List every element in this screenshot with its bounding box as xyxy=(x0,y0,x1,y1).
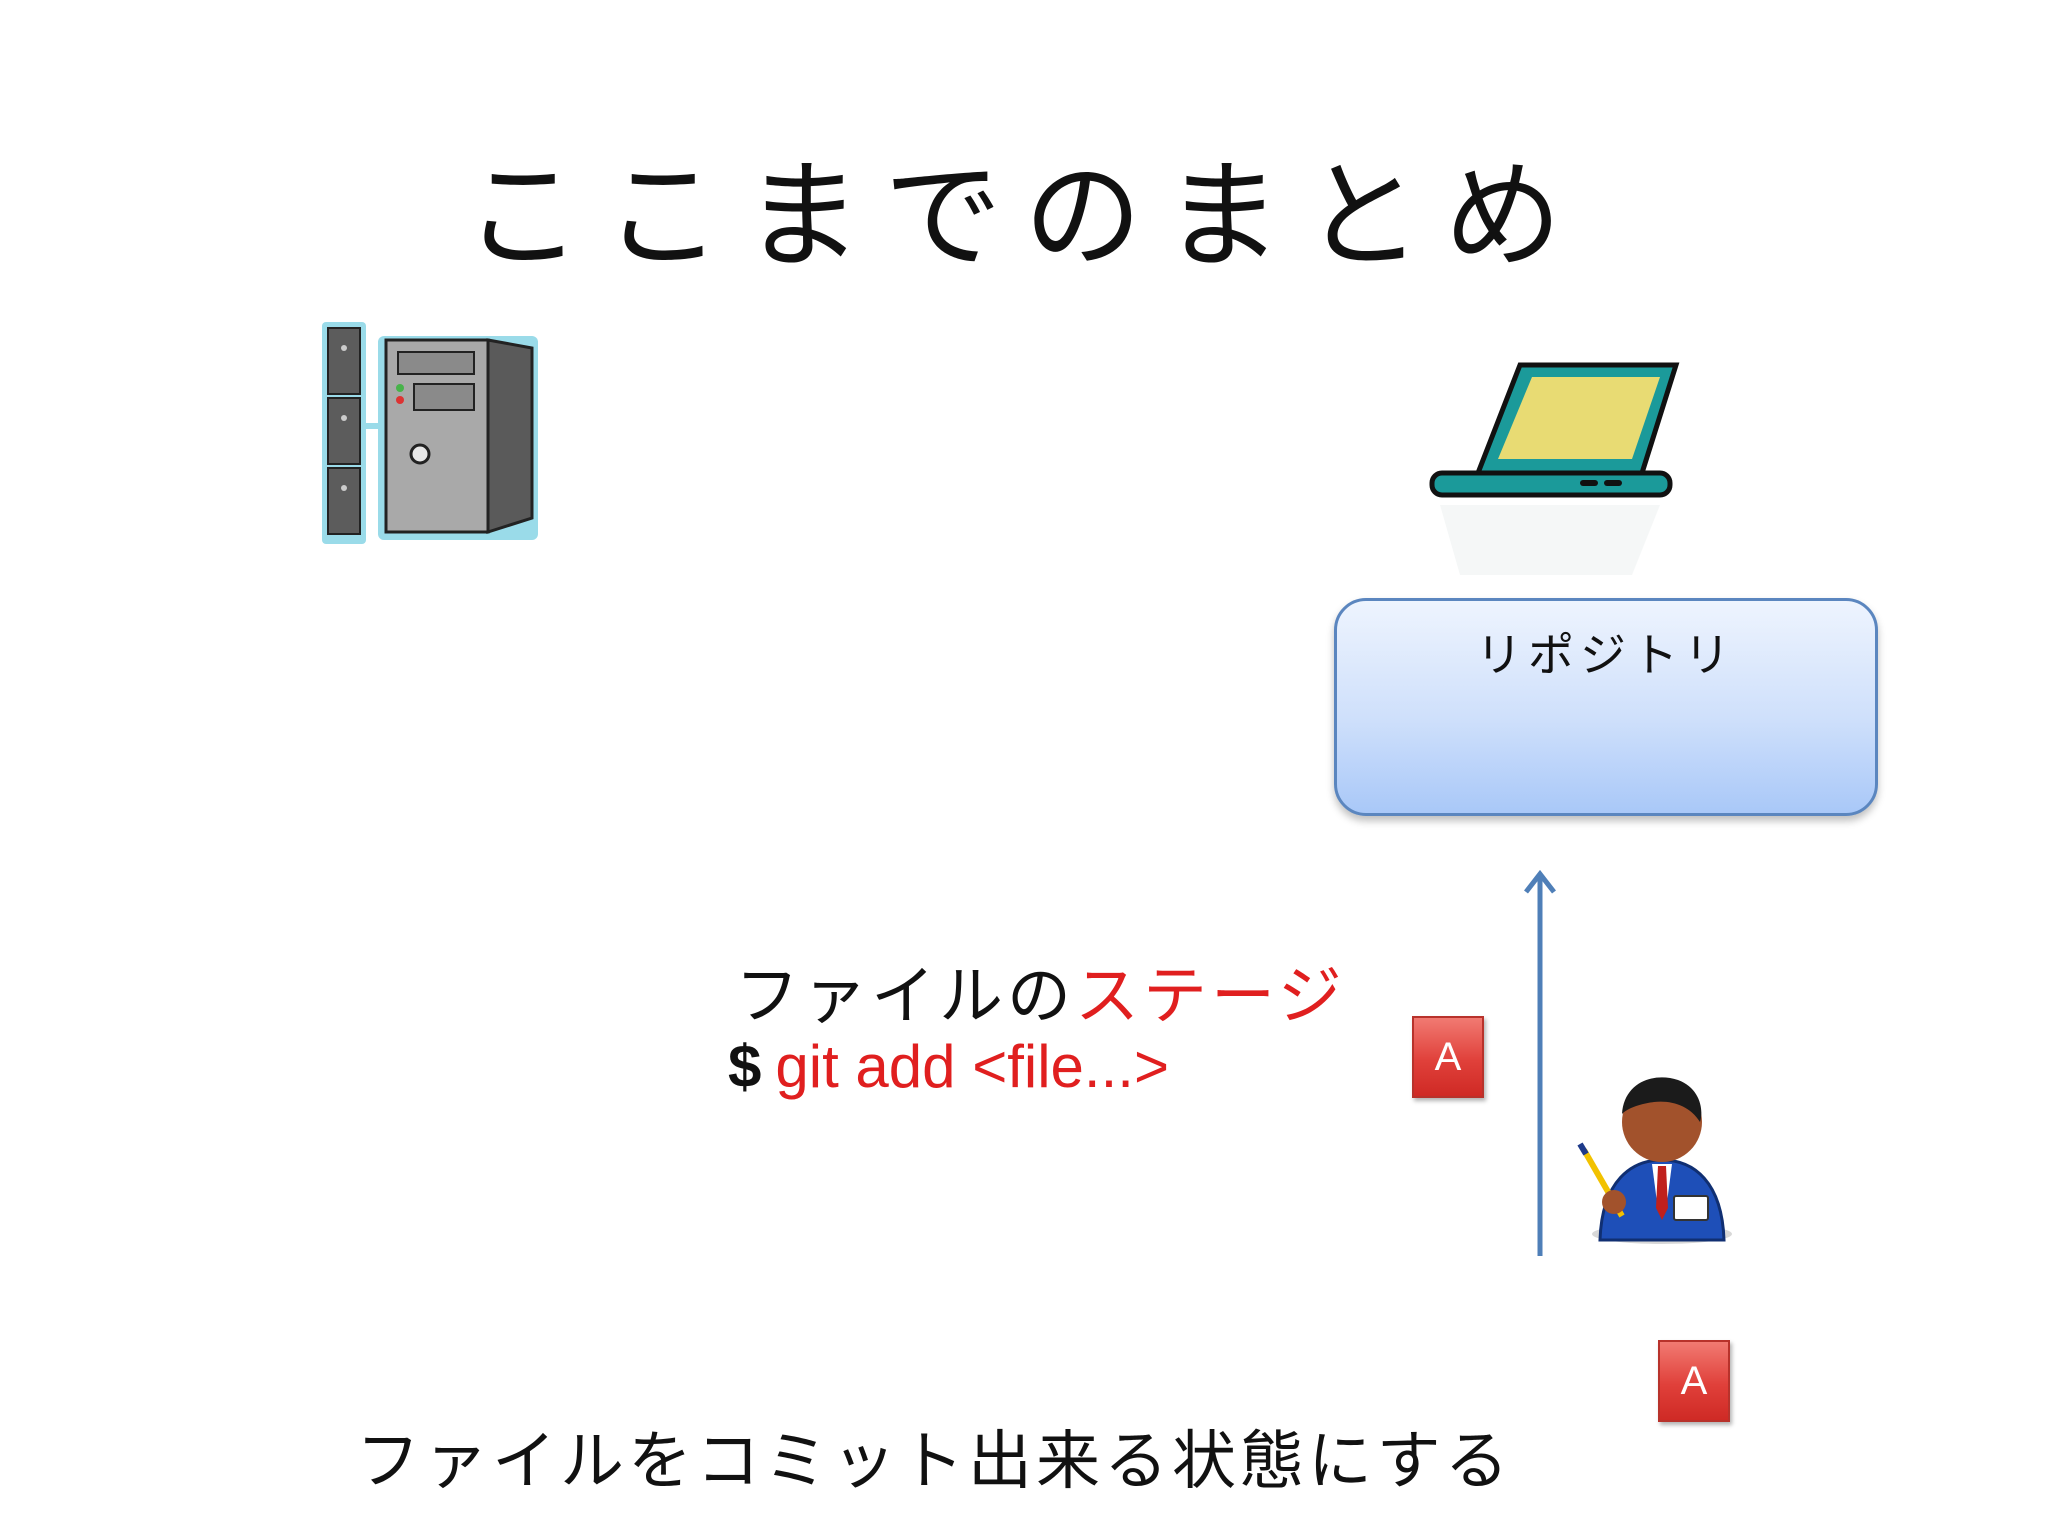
git-command: $git add <file...> xyxy=(728,1032,1169,1101)
repository-label: リポジトリ xyxy=(1476,628,1736,682)
stage-heading-prefix: ファイルの xyxy=(735,960,1075,1034)
slide-title: ここまでのまとめ xyxy=(463,147,1584,285)
developer-person-icon xyxy=(1562,1060,1752,1250)
repository-box: リポジトリ xyxy=(1334,598,1878,816)
command-prompt: $ xyxy=(728,1033,762,1100)
laptop-icon xyxy=(1420,355,1680,595)
server-icon xyxy=(318,318,542,548)
arrow-up-icon xyxy=(1520,866,1560,1258)
command-text: git add <file...> xyxy=(775,1033,1169,1100)
stage-heading-accent: ステージ xyxy=(1075,960,1346,1034)
working-file-badge: A xyxy=(1658,1340,1730,1422)
staged-file-badge: A xyxy=(1412,1016,1484,1098)
stage-heading: ファイルのステージ xyxy=(735,945,1346,1037)
footer-text: ファイルをコミット出来る状態にする xyxy=(356,1425,1513,1499)
